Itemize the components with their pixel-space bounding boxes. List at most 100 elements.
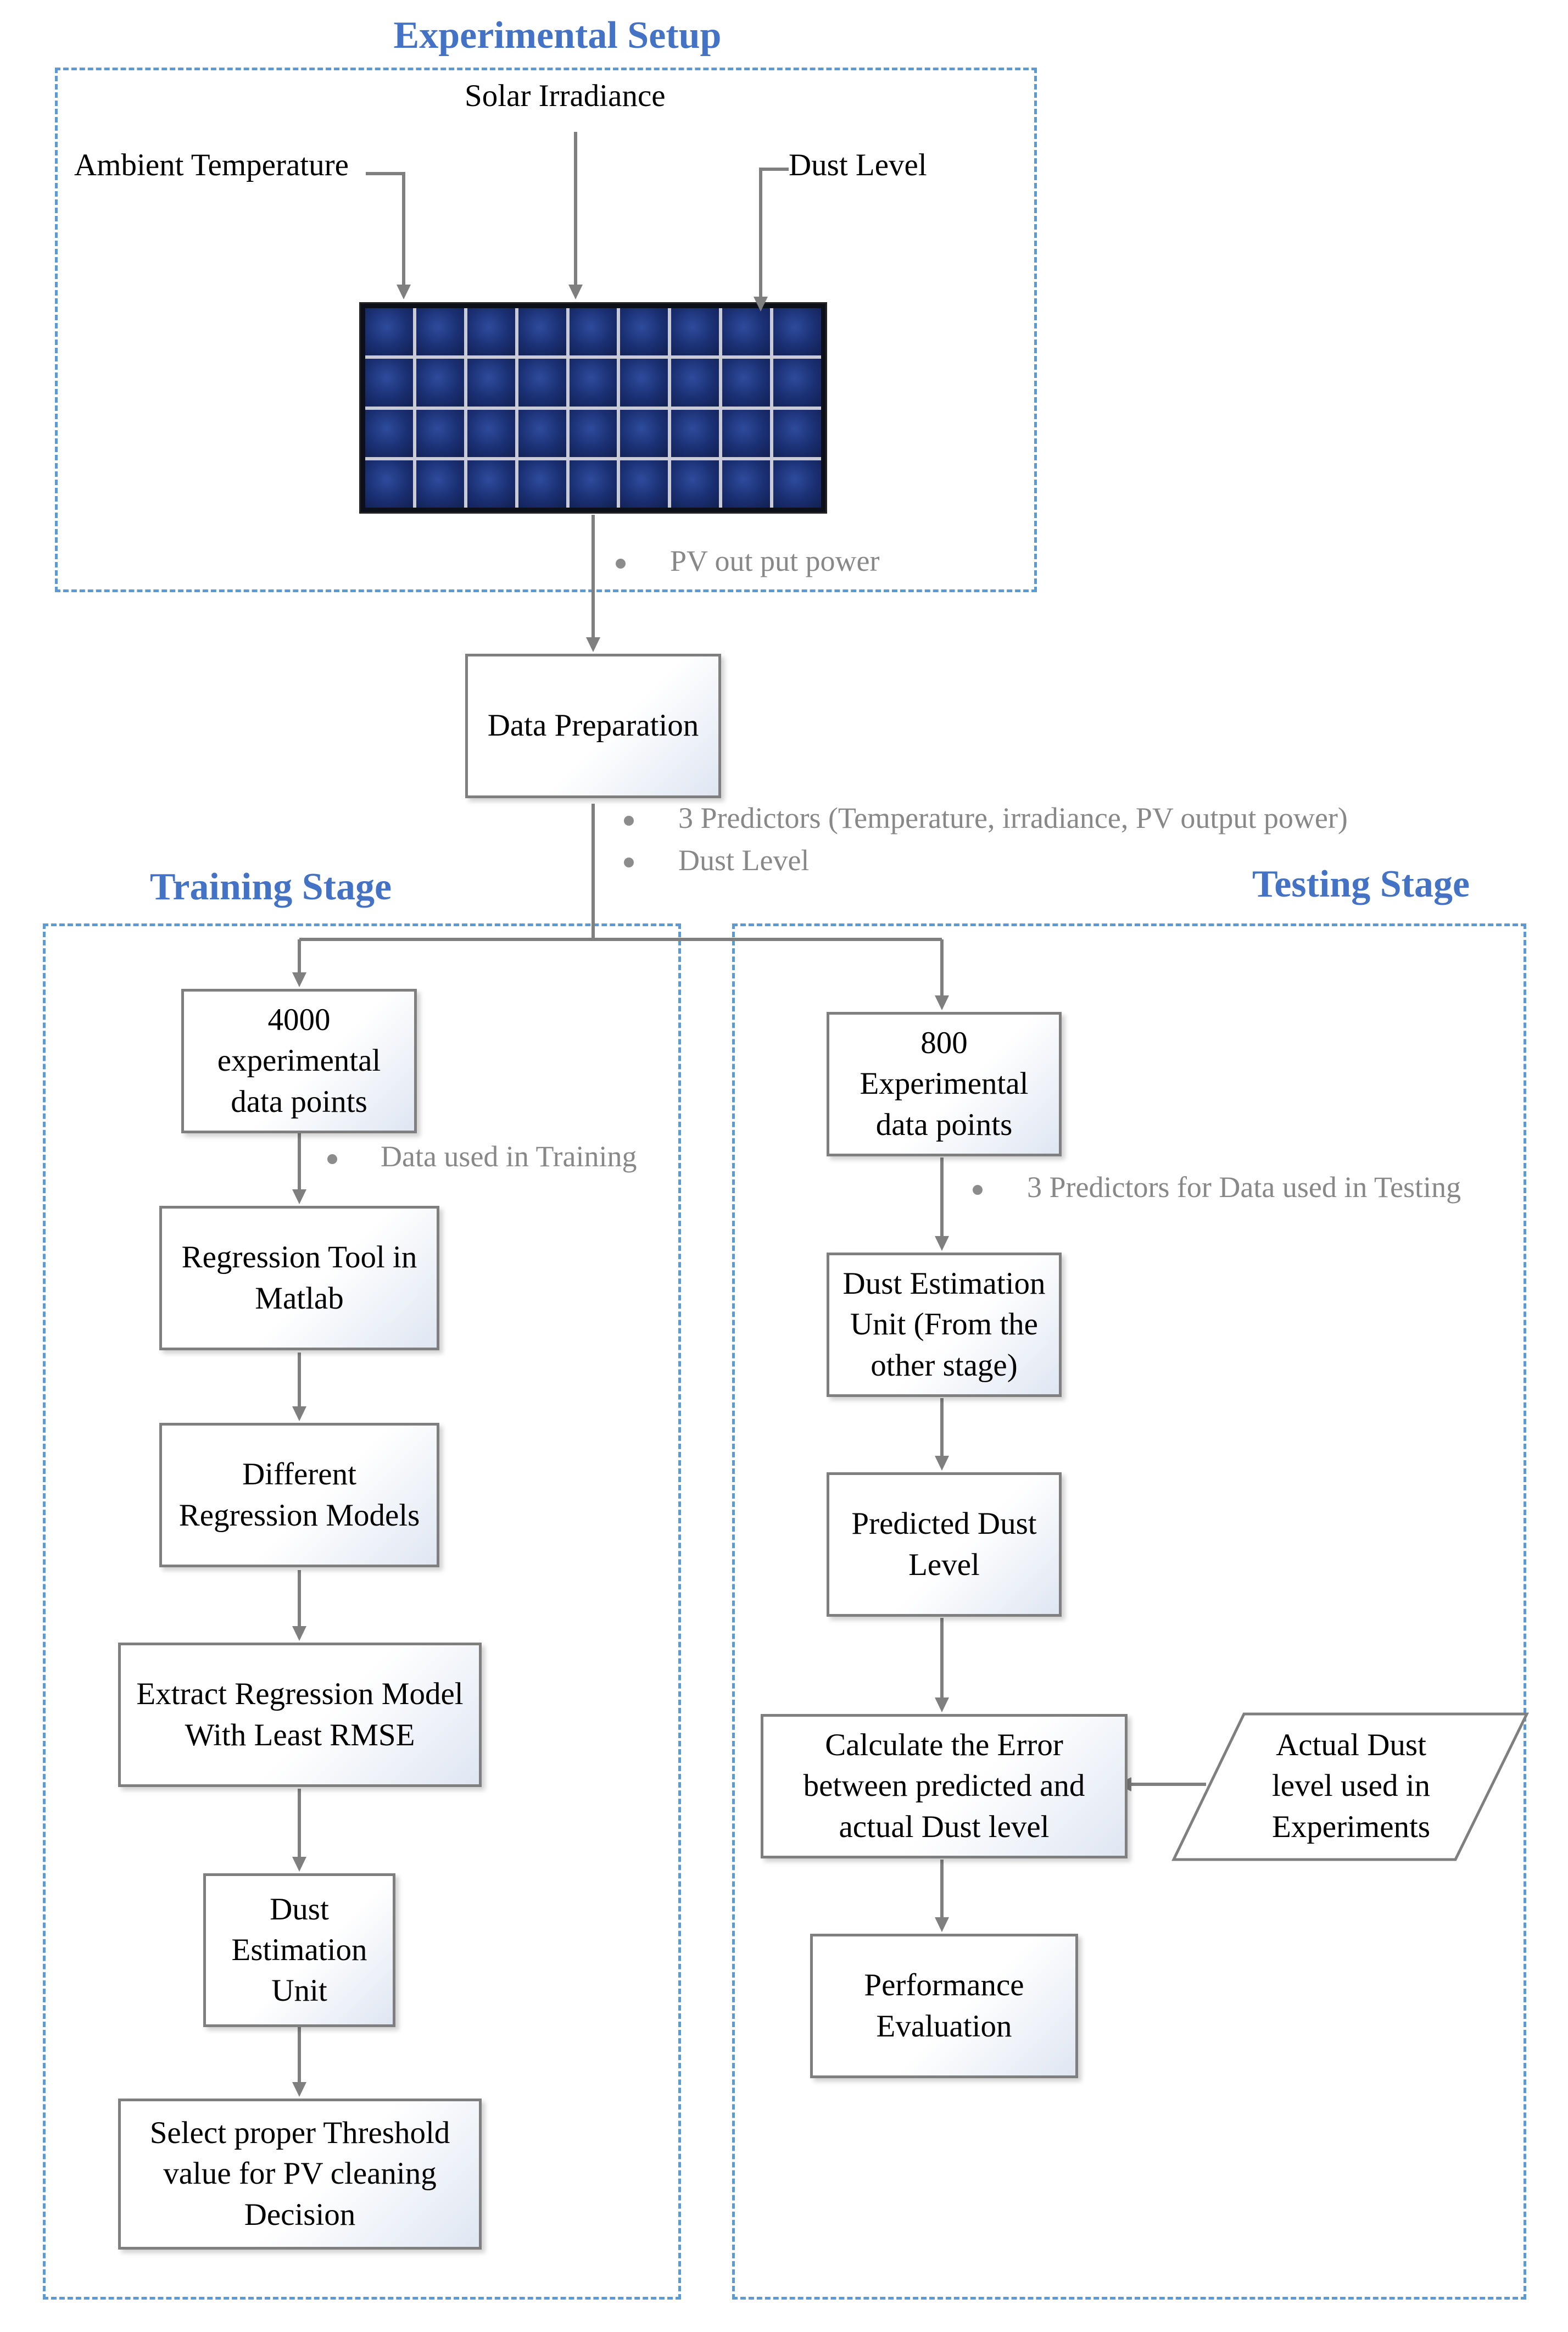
testing-data-points-box: 800 Experimental data points [827,1012,1062,1156]
solar-cell [722,460,771,508]
solar-cell [467,359,515,407]
dust-level-note: Dust Level [678,844,810,877]
error-calculation-box: Calculate the Error between predicted an… [761,1714,1128,1858]
training-dust-estimation-box: Dust Estimation Unit [203,1873,395,2027]
data-preparation-box: Data Preparation [465,654,721,798]
solar-cell [518,308,566,356]
arrowhead [935,1236,949,1251]
note-bullet [973,1185,983,1195]
solar-cell [416,359,464,407]
solar-cell [722,308,771,356]
solar-cell [365,409,413,457]
arrowhead [292,1189,306,1204]
arrowhead [754,297,768,311]
actual-dust-shape [1171,1712,1530,1861]
solar-cell [773,409,821,457]
ambient-temperature-label: Ambient Temperature [74,148,349,182]
solar-cell [467,308,515,356]
experimental-setup-region [55,68,1037,592]
solar-cell [365,460,413,508]
solar-cell [569,359,617,407]
threshold-label: Select proper Threshold value for PV cle… [149,2116,450,2232]
solar-cell [467,460,515,508]
data-preparation-label: Data Preparation [487,708,699,743]
arrowhead [935,1456,949,1471]
pv-output-note: PV out put power [670,544,880,577]
regression-models-label: Different Regression Models [178,1457,420,1533]
error-calculation-label: Calculate the Error between predicted an… [803,1728,1085,1844]
solar-cell [773,359,821,407]
training-dust-estimation-label: Dust Estimation Unit [231,1891,367,2008]
solar-cell [569,460,617,508]
actual-dust-label: Actual Dust level used in Experiments [1271,1728,1431,1844]
training-data-points-box: 4000 experimental data points [181,989,417,1133]
arrowhead [292,1857,306,1872]
solar-cell [365,359,413,407]
solar-cell [518,359,566,407]
arrowhead [935,1697,949,1712]
extract-model-label: Extract Regression Model With Least RMSE [136,1677,464,1752]
predicted-dust-label: Predicted Dust Level [851,1506,1037,1582]
solar-cell [467,409,515,457]
testing-dust-estimation-box: Dust Estimation Unit (From the other sta… [827,1253,1062,1397]
regression-tool-label: Regression Tool in Matlab [181,1240,417,1316]
solar-cell [671,308,719,356]
solar-panel-image [359,302,827,514]
solar-cell [518,460,566,508]
performance-evaluation-box: Performance Evaluation [810,1934,1078,2078]
solar-cell [773,460,821,508]
note-bullet [327,1154,337,1164]
testing-stage-title: Testing Stage [1252,863,1470,905]
solar-cell [722,359,771,407]
arrowhead [292,1406,306,1421]
regression-models-box: Different Regression Models [159,1423,439,1567]
solar-cell [569,308,617,356]
testing-stage-region [732,923,1526,2300]
arrowhead [568,285,583,299]
data-split-line [299,804,942,941]
ambient-temperature-arrow [366,172,405,285]
solar-cell [671,409,719,457]
predictors-note: 3 Predictors (Temperature, irradiance, P… [678,802,1348,834]
solar-cell [416,308,464,356]
solar-irradiance-label: Solar Irradiance [465,79,666,113]
arrowhead [292,972,306,987]
note-bullet [616,559,626,569]
arrowhead [935,1917,949,1932]
testing-data-points-label: 800 Experimental data points [860,1026,1029,1142]
training-stage-title: Training Stage [149,866,392,908]
solar-cell [620,409,668,457]
testing-data-note: 3 Predictors for Data used in Testing [1027,1171,1461,1204]
arrowhead [292,1626,306,1641]
threshold-box: Select proper Threshold value for PV cle… [118,2099,482,2250]
training-data-points-label: 4000 experimental data points [217,1003,381,1119]
predicted-dust-box: Predicted Dust Level [827,1472,1062,1617]
solar-cell [620,460,668,508]
solar-cell [671,359,719,407]
arrowhead [935,995,949,1010]
note-bullet [624,858,634,867]
performance-evaluation-label: Performance Evaluation [864,1968,1024,2044]
solar-cell [722,409,771,457]
solar-cell [620,359,668,407]
solar-cell [773,308,821,356]
solar-cell [416,460,464,508]
note-bullet [624,816,634,826]
dust-level-arrow [759,168,789,297]
extract-model-box: Extract Regression Model With Least RMSE [118,1643,482,1787]
dust-level-input-label: Dust Level [789,148,927,182]
solar-cell [620,308,668,356]
solar-cell [518,409,566,457]
experimental-setup-title: Experimental Setup [393,14,722,57]
actual-dust-text: Actual Dust level used in Experiments [1206,1714,1497,1858]
testing-dust-estimation-label: Dust Estimation Unit (From the other sta… [842,1266,1046,1383]
arrowhead [397,285,411,299]
training-data-note: Data used in Training [381,1140,637,1173]
solar-cell [365,308,413,356]
training-stage-region [43,923,681,2300]
solar-cell [416,409,464,457]
regression-tool-box: Regression Tool in Matlab [159,1206,439,1350]
arrowhead [292,2082,306,2097]
